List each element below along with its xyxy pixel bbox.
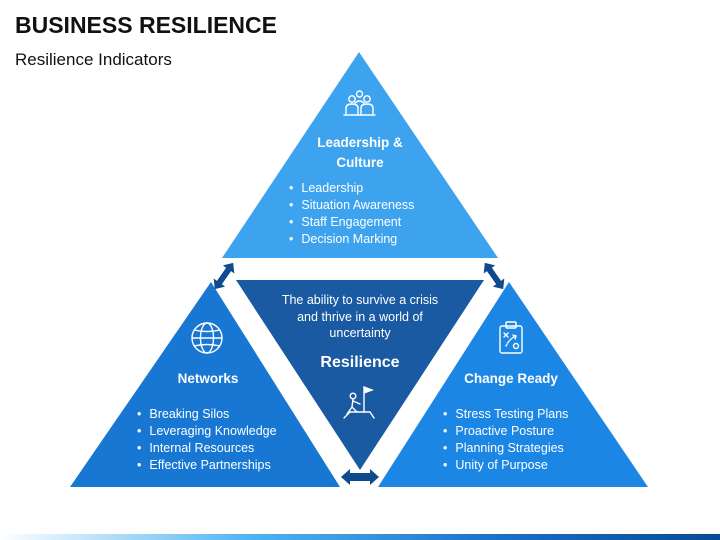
networks-title: Networks — [177, 371, 239, 386]
list-item: Planning Strategies — [443, 440, 568, 457]
resilience-description-line2: and thrive in a world of — [297, 309, 423, 324]
list-item: Internal Resources — [137, 440, 277, 457]
connector-arrows — [213, 262, 505, 485]
page-subtitle: Resilience Indicators — [15, 50, 172, 69]
leadership-title: Leadership & Culture — [300, 133, 420, 173]
list-item: Stress Testing Plans — [443, 406, 568, 423]
list-item: Breaking Silos — [137, 406, 277, 423]
list-item: Situation Awareness — [289, 197, 414, 214]
right-double-arrow — [483, 262, 505, 290]
flag-climber-icon — [343, 386, 375, 419]
page-title: BUSINESS RESILIENCE — [15, 12, 277, 38]
list-item: Unity of Purpose — [443, 457, 568, 474]
strategy-clipboard-icon — [499, 321, 523, 354]
change-ready-title: Change Ready — [464, 371, 558, 386]
list-item: Leadership — [289, 180, 414, 197]
globe-icon — [191, 322, 223, 354]
list-item: Effective Partnerships — [137, 457, 277, 474]
change-ready-bullets: Stress Testing Plans Proactive Posture P… — [443, 406, 568, 474]
leadership-title-line2: Culture — [336, 155, 384, 170]
resilience-description-line3: uncertainty — [329, 326, 391, 340]
bottom-accent-bar — [0, 534, 720, 540]
leadership-bullets: Leadership Situation Awareness Staff Eng… — [289, 180, 414, 248]
leadership-title-line1: Leadership & — [317, 135, 403, 150]
networks-bullets: Breaking Silos Leveraging Knowledge Inte… — [137, 406, 277, 474]
resilience-description-line1: The ability to survive a crisis — [281, 293, 439, 307]
resilience-description: The ability to survive a crisis and thri… — [260, 292, 460, 342]
resilience-center-triangle — [236, 280, 484, 470]
list-item: Leveraging Knowledge — [137, 423, 276, 440]
left-double-arrow — [213, 262, 235, 290]
list-item: Decision Marking — [289, 231, 414, 248]
team-leadership-icon — [343, 90, 376, 116]
resilience-title: Resilience — [320, 354, 400, 371]
bottom-double-arrow — [341, 469, 379, 485]
list-item: Proactive Posture — [443, 423, 568, 440]
list-item: Staff Engagement — [289, 214, 414, 231]
